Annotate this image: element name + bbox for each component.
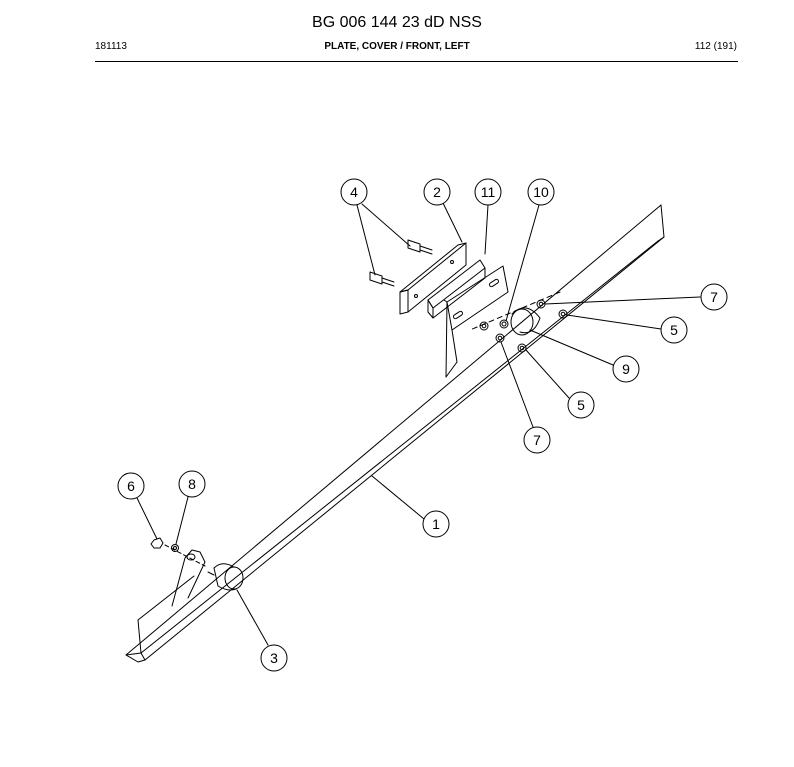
page-number: 112 (191) xyxy=(694,41,737,52)
callout-2: 2 xyxy=(423,178,451,206)
callout-label: 2 xyxy=(433,184,441,200)
document-title: BG 006 144 23 dD NSS xyxy=(312,14,482,31)
header-rule xyxy=(95,61,738,62)
callout-label: 10 xyxy=(533,184,549,200)
bolts-part xyxy=(369,239,433,287)
document-date: 181113 xyxy=(95,41,127,52)
callout-11: 11 xyxy=(474,178,502,206)
leader-lines xyxy=(136,202,701,646)
callout-label: 7 xyxy=(533,432,541,448)
callout-label: 7 xyxy=(710,289,718,305)
callout-label: 5 xyxy=(670,322,678,338)
upper-bracket-assembly xyxy=(399,242,509,378)
callout-9: 9 xyxy=(612,355,640,383)
callout-6: 6 xyxy=(117,472,145,500)
cover-plate-part xyxy=(125,204,665,663)
callout-label: 1 xyxy=(432,516,440,532)
callout-5-lower: 5 xyxy=(567,391,595,419)
lower-buffer-hardware xyxy=(150,537,244,591)
buffer-hardware xyxy=(469,291,568,353)
callout-label: 6 xyxy=(127,478,135,494)
callout-7-lower: 7 xyxy=(523,426,551,454)
callout-label: 11 xyxy=(481,184,496,200)
callout-label: 4 xyxy=(350,184,358,200)
callout-4: 4 xyxy=(340,178,368,206)
callout-label: 9 xyxy=(622,361,630,377)
callout-7-upper: 7 xyxy=(700,283,728,311)
callout-5-upper: 5 xyxy=(660,316,688,344)
callout-1: 1 xyxy=(422,510,450,538)
callout-label: 8 xyxy=(188,476,196,492)
callout-10: 10 xyxy=(527,178,555,206)
section-title: PLATE, COVER / FRONT, LEFT xyxy=(324,41,470,52)
callout-label: 5 xyxy=(577,397,585,413)
callout-3: 3 xyxy=(260,644,288,672)
callout-label: 3 xyxy=(270,650,278,666)
callout-8: 8 xyxy=(178,470,206,498)
